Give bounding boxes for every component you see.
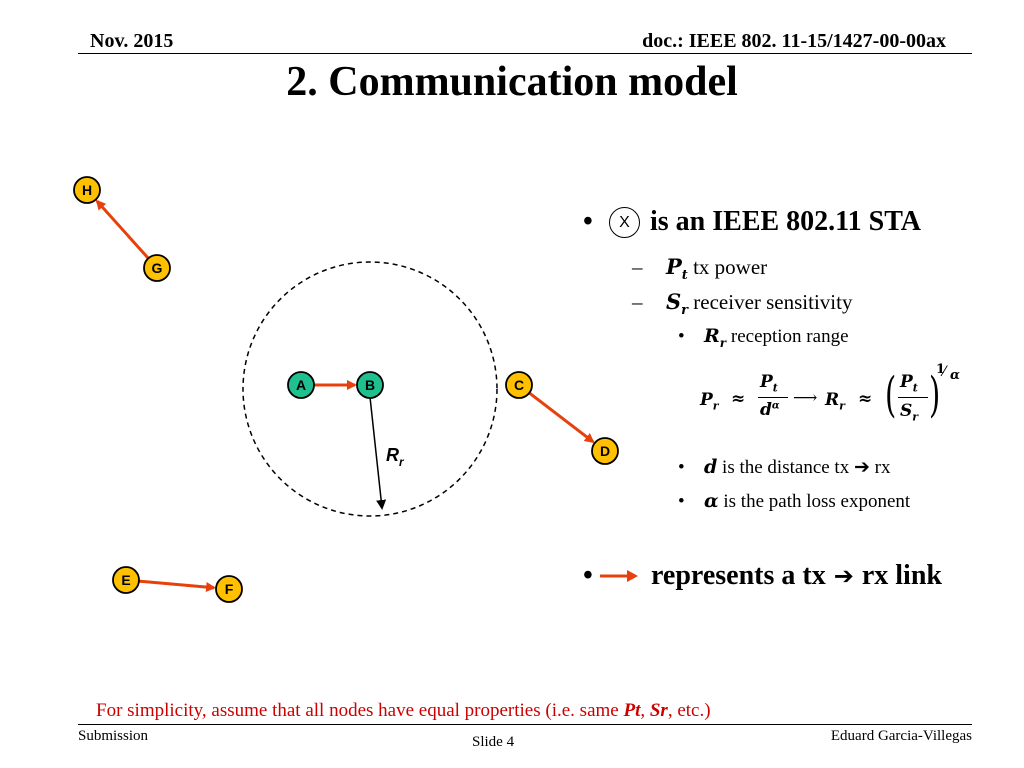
- header-date: Nov. 2015: [90, 30, 174, 52]
- d-symbol: d: [704, 456, 718, 478]
- dash: –: [632, 290, 643, 314]
- footer-rule: [78, 724, 972, 725]
- node-label: G: [152, 260, 163, 276]
- range-label: Rr: [386, 445, 405, 469]
- bullet-sta: • X is an IEEE 802.11 STA: [583, 206, 921, 238]
- link-arrow-icon: [600, 570, 638, 582]
- node-circle: [143, 254, 171, 282]
- bullet-rr: •Rr reception range: [678, 325, 849, 350]
- header-rule: [78, 53, 972, 54]
- arrow-right-icon: ➔: [833, 562, 854, 590]
- dash: –: [632, 255, 643, 279]
- bullet-dot: •: [678, 457, 685, 478]
- node-label: E: [121, 572, 130, 588]
- node-b: B: [356, 371, 384, 399]
- node-d: D: [591, 437, 619, 465]
- link-e-f: [138, 579, 217, 592]
- node-circle: [287, 371, 315, 399]
- alpha-text: is the path loss exponent: [723, 491, 911, 512]
- link-c-d: [528, 391, 595, 444]
- footer-slide-number: Slide 4: [472, 734, 515, 750]
- alpha-symbol: α: [704, 490, 719, 512]
- node-h: H: [73, 176, 101, 204]
- d-text-post: rx: [874, 457, 891, 478]
- header-doc-id: doc.: IEEE 802. 11-15/1427-00-00ax: [642, 30, 946, 52]
- bullet-link: • represents a tx ➔ rx link: [583, 560, 942, 592]
- node-a: A: [287, 371, 315, 399]
- footer-submission: Submission: [78, 728, 149, 744]
- range-radius-arrow: [369, 396, 387, 510]
- node-e: E: [112, 566, 140, 594]
- node-circle: [215, 575, 243, 603]
- node-circle: [591, 437, 619, 465]
- pt-text: tx power: [693, 255, 768, 279]
- sta-text: is an IEEE 802.11 STA: [650, 206, 922, 237]
- bullet-sr: –Sr receiver sensitivity: [632, 289, 853, 319]
- node-g: G: [143, 254, 171, 282]
- node-circle: [112, 566, 140, 594]
- node-circle: [356, 371, 384, 399]
- link-g-h: [95, 199, 150, 260]
- bullet-dot: •: [678, 491, 685, 512]
- sr-symbol: S: [666, 289, 682, 314]
- node-label: B: [365, 377, 375, 393]
- node-label: C: [514, 377, 524, 393]
- node-circle: [73, 176, 101, 204]
- reception-range-circle: [242, 261, 498, 517]
- bullet-dot: •: [583, 560, 593, 591]
- d-text: is the distance tx: [722, 457, 850, 478]
- nodes-layer: H G A B C D E F: [73, 176, 619, 603]
- bullet-dot: •: [583, 206, 593, 237]
- node-label: D: [600, 443, 610, 459]
- arrow-right-icon: ➔: [853, 456, 870, 478]
- node-label: H: [82, 182, 92, 198]
- bullet-dot: •: [678, 326, 685, 347]
- link-text-post: rx link: [861, 560, 942, 591]
- node-label: F: [225, 581, 234, 597]
- bullet-pt: –Pt tx power: [632, 254, 768, 284]
- rr-symbol: R: [704, 325, 720, 347]
- link-text: represents a tx: [651, 560, 826, 591]
- simplicity-note: For simplicity, assume that all nodes ha…: [96, 700, 711, 721]
- bullet-d: • d is the distance tx ➔ rx: [678, 456, 890, 479]
- node-c: C: [505, 371, 533, 399]
- bullet-alpha: • α is the path loss exponent: [678, 490, 910, 513]
- node-label: A: [296, 377, 306, 393]
- node-circle: [505, 371, 533, 399]
- pt-symbol: P: [666, 254, 682, 279]
- footer-author: Eduard Garcia-Villegas: [830, 728, 972, 744]
- sta-symbol-icon: X: [609, 206, 640, 238]
- node-f: F: [215, 575, 243, 603]
- sr-text: receiver sensitivity: [693, 290, 853, 314]
- links-layer: [95, 199, 595, 592]
- range-formula: Pr ≈ Pt dα ⟶ Rr ≈ ( Pt Sr ) 1 ⁄ α: [700, 362, 961, 424]
- slide-title: 2. Communication model: [286, 59, 738, 105]
- rr-text: reception range: [730, 326, 849, 347]
